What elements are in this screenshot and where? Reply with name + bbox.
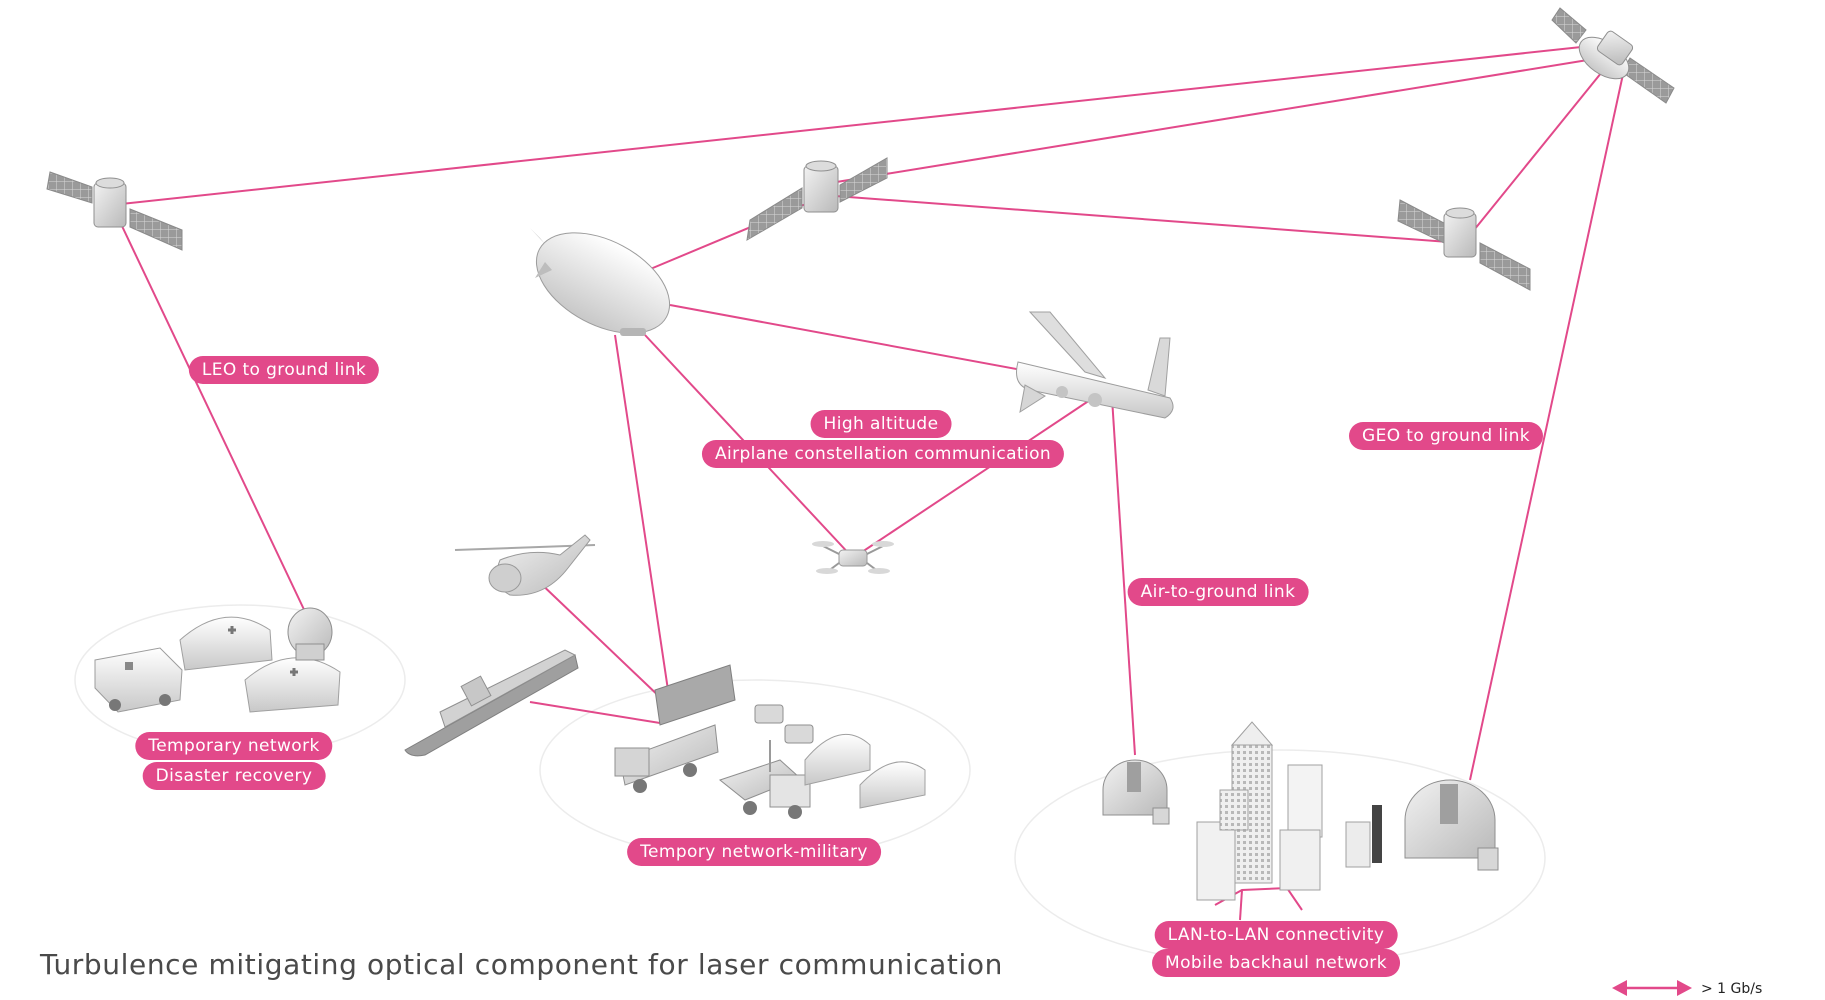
- truck-icon: [614, 664, 736, 793]
- drone-icon: [812, 541, 894, 574]
- observatory-icon: [1404, 779, 1499, 871]
- satellite-icon: [1551, 7, 1675, 104]
- observatory-icon: [1102, 759, 1170, 825]
- truck-icon: [94, 647, 183, 713]
- label-lan-to-lan: LAN-to-LAN connectivity: [1154, 921, 1398, 949]
- helicopter-icon: [454, 534, 596, 596]
- legend-arrow-icon: [1612, 980, 1692, 996]
- label-disaster-recovery: Disaster recovery: [142, 762, 326, 790]
- satellite-icon: [746, 157, 888, 241]
- legend-label: > 1 Gb/s: [1701, 981, 1763, 997]
- label-airplane-constellation: Airplane constellation communication: [701, 440, 1065, 468]
- label-leo-ground-link: LEO to ground link: [188, 356, 380, 384]
- building-icon: [1279, 764, 1382, 891]
- satellite-icon: [46, 171, 183, 251]
- label-high-altitude: High altitude: [810, 410, 952, 438]
- airplane-icon: [1016, 311, 1174, 419]
- label-tempory-network-military: Tempory network-military: [627, 838, 881, 866]
- diagram-caption: Turbulence mitigating optical component …: [40, 948, 1003, 981]
- label-geo-ground-link: GEO to ground link: [1349, 422, 1543, 450]
- ground-station-icon: [287, 607, 333, 661]
- label-air-to-ground-link: Air-to-ground link: [1127, 578, 1309, 606]
- building-icon: [1196, 789, 1249, 901]
- ship-icon: [404, 649, 579, 757]
- laser-links: [111, 44, 1626, 921]
- tent-icon: [804, 733, 926, 809]
- label-temporary-network: Temporary network: [135, 732, 333, 760]
- truck-icon: [718, 740, 811, 819]
- airship-icon: [530, 228, 671, 336]
- truck-icon: [754, 704, 814, 744]
- label-mobile-backhaul: Mobile backhaul network: [1152, 949, 1400, 977]
- tent-icon: [179, 616, 341, 713]
- satellite-icon: [1397, 199, 1531, 291]
